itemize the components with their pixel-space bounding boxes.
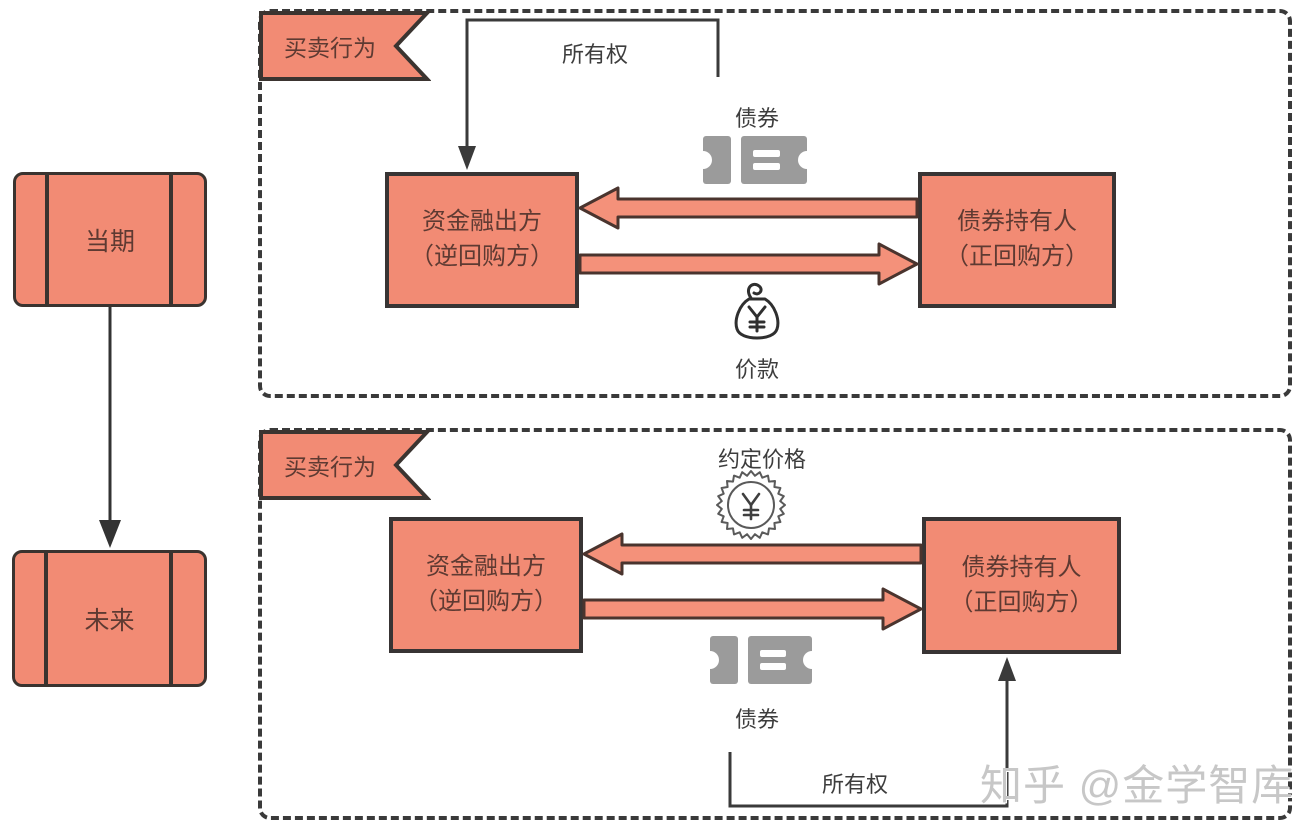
holder-line1: 债券持有人 — [957, 208, 1077, 236]
bond-ticket-icon — [702, 136, 808, 184]
banner-ribbon-shape — [259, 11, 431, 81]
payment-label: 价款 — [734, 357, 779, 382]
bottom-payment-transfer-arrow-left — [582, 532, 923, 576]
lender-line2: （逆回购方） — [414, 588, 558, 615]
money-bag-icon — [734, 282, 780, 340]
bottom-bond-transfer-arrow-right — [582, 587, 923, 631]
arrowhead-down — [99, 520, 121, 548]
yuan-symbol — [747, 305, 767, 333]
top-bond-holder-box: 债券持有人 （正回购方） — [918, 172, 1116, 308]
top-panel-border — [258, 9, 1292, 398]
top-fund-lender-box: 资金融出方 （逆回购方） — [385, 172, 579, 308]
top-banner-label: 买卖行为 — [284, 35, 376, 61]
top-ownership-label: 所有权 — [561, 42, 628, 67]
timeline-arrow — [99, 307, 121, 548]
lender-line1: 资金融出方 — [422, 208, 542, 236]
yuan-symbol — [741, 492, 761, 521]
bottom-bond-label: 债券 — [734, 707, 779, 732]
timeline-box-current: 当期 — [13, 172, 207, 307]
box-side-bar — [169, 553, 173, 684]
timeline-box-future: 未来 — [12, 550, 207, 687]
bottom-ownership-label: 所有权 — [821, 772, 888, 797]
agreed-price-seal-icon — [716, 470, 786, 540]
bottom-fund-lender-box: 资金融出方 （逆回购方） — [389, 517, 583, 653]
box-side-bar — [169, 175, 173, 304]
bottom-panel-banner: 买卖行为 — [259, 430, 431, 500]
bond-ticket-icon — [709, 636, 813, 684]
top-payment-transfer-arrow-right — [578, 242, 919, 286]
top-bond-label: 债券 — [734, 106, 779, 131]
bottom-banner-label: 买卖行为 — [284, 454, 376, 480]
holder-line2: （正回购方） — [949, 588, 1094, 616]
watermark: 知乎 @金学智库 — [980, 762, 1295, 809]
agreed-price-label: 约定价格 — [717, 447, 806, 472]
bottom-bond-holder-box: 债券持有人 （正回购方） — [922, 517, 1121, 654]
timeline-future-label: 未来 — [84, 606, 135, 635]
top-panel-banner: 买卖行为 — [259, 11, 431, 81]
lender-line1: 资金融出方 — [426, 553, 546, 581]
holder-line1: 债券持有人 — [961, 553, 1082, 581]
banner-ribbon-shape — [259, 430, 431, 500]
box-side-bar — [44, 553, 48, 684]
top-bond-transfer-arrow-left — [578, 186, 919, 230]
timeline-current-label: 当期 — [84, 227, 135, 256]
holder-line2: （正回购方） — [945, 243, 1089, 270]
box-side-bar — [45, 175, 49, 304]
bottom-panel-border — [258, 428, 1292, 820]
lender-line2: （逆回购方） — [410, 243, 554, 270]
